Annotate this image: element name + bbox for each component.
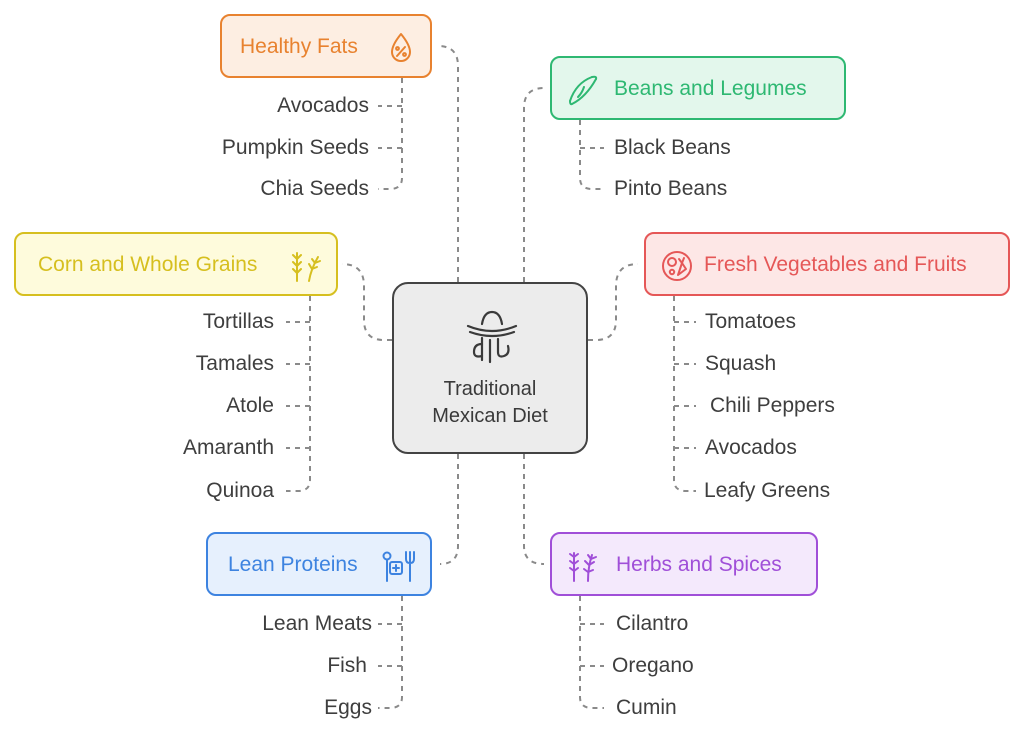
item-lean-proteins-1: Fish xyxy=(327,654,367,677)
category-herbs-spices: Herbs and Spices xyxy=(550,532,818,596)
item-herbs-spices-1: Oregano xyxy=(612,654,694,677)
item-healthy-fats-0: Avocados xyxy=(277,94,369,117)
sombrero-cactus-icon xyxy=(466,310,518,364)
items-line-herbs-spices xyxy=(579,596,604,709)
item-beans-legumes-1: Pinto Beans xyxy=(614,177,728,200)
fork-knife-plus-icon xyxy=(382,551,415,582)
item-corn-whole-grains-2: Atole xyxy=(226,394,274,417)
item-fresh-vegetables-fruits-1: Squash xyxy=(705,352,777,375)
item-corn-whole-grains-3: Amaranth xyxy=(182,436,274,459)
category-fresh-vegetables-fruits: Fresh Vegetables and Fruits xyxy=(644,232,1010,296)
connector-fresh-vegetables xyxy=(588,263,639,341)
category-beans-legumes: Beans and Legumes xyxy=(550,56,846,120)
center-node: Traditional Mexican Diet xyxy=(392,282,588,454)
items-line-beans-legumes xyxy=(579,120,604,190)
item-healthy-fats-2: Chia Seeds xyxy=(260,177,369,200)
bean-pod-icon xyxy=(569,75,598,106)
items-line-corn-whole-grains xyxy=(286,296,311,492)
category-healthy-fats: Healthy Fats xyxy=(220,14,432,78)
oil-drop-percent-icon xyxy=(391,33,411,62)
item-fresh-vegetables-fruits-4: Leafy Greens xyxy=(704,479,831,502)
items-line-fresh-vegetables xyxy=(673,296,696,492)
items-line-healthy-fats xyxy=(378,78,403,190)
connector-corn-whole-grains xyxy=(341,263,392,341)
center-title: Traditional Mexican Diet xyxy=(432,378,548,427)
category-label: Beans and Legumes xyxy=(614,77,807,100)
item-lean-proteins-2: Eggs xyxy=(324,696,372,719)
category-corn-whole-grains: Corn and Whole Grains xyxy=(14,232,338,296)
category-label: Corn and Whole Grains xyxy=(38,253,258,276)
item-corn-whole-grains-1: Tamales xyxy=(195,352,274,375)
herb-sprigs-icon xyxy=(569,552,597,582)
category-label: Lean Proteins xyxy=(228,553,358,576)
item-fresh-vegetables-fruits-3: Avocados xyxy=(705,436,797,459)
connector-healthy-fats xyxy=(437,45,459,282)
wheat-icon xyxy=(292,252,321,282)
category-lean-proteins: Lean Proteins xyxy=(206,532,432,596)
item-herbs-spices-0: Cilantro xyxy=(616,612,689,635)
connector-lean-proteins xyxy=(439,454,459,565)
item-lean-proteins-0: Lean Meats xyxy=(262,612,372,635)
item-healthy-fats-1: Pumpkin Seeds xyxy=(221,136,369,159)
category-label: Herbs and Spices xyxy=(616,553,782,576)
category-label: Healthy Fats xyxy=(240,35,358,58)
vegetables-plate-icon xyxy=(662,251,692,281)
item-fresh-vegetables-fruits-0: Tomatoes xyxy=(705,310,797,333)
connector-herbs-spices xyxy=(523,454,545,565)
category-label: Fresh Vegetables and Fruits xyxy=(704,253,967,276)
item-corn-whole-grains-4: Quinoa xyxy=(206,479,274,502)
item-fresh-vegetables-fruits-2: Chili Peppers xyxy=(710,394,835,417)
item-corn-whole-grains-0: Tortillas xyxy=(202,310,274,333)
items-line-lean-proteins xyxy=(378,596,403,709)
item-herbs-spices-2: Cumin xyxy=(616,696,677,719)
connector-beans-legumes xyxy=(523,87,545,282)
item-beans-legumes-0: Black Beans xyxy=(614,136,731,159)
